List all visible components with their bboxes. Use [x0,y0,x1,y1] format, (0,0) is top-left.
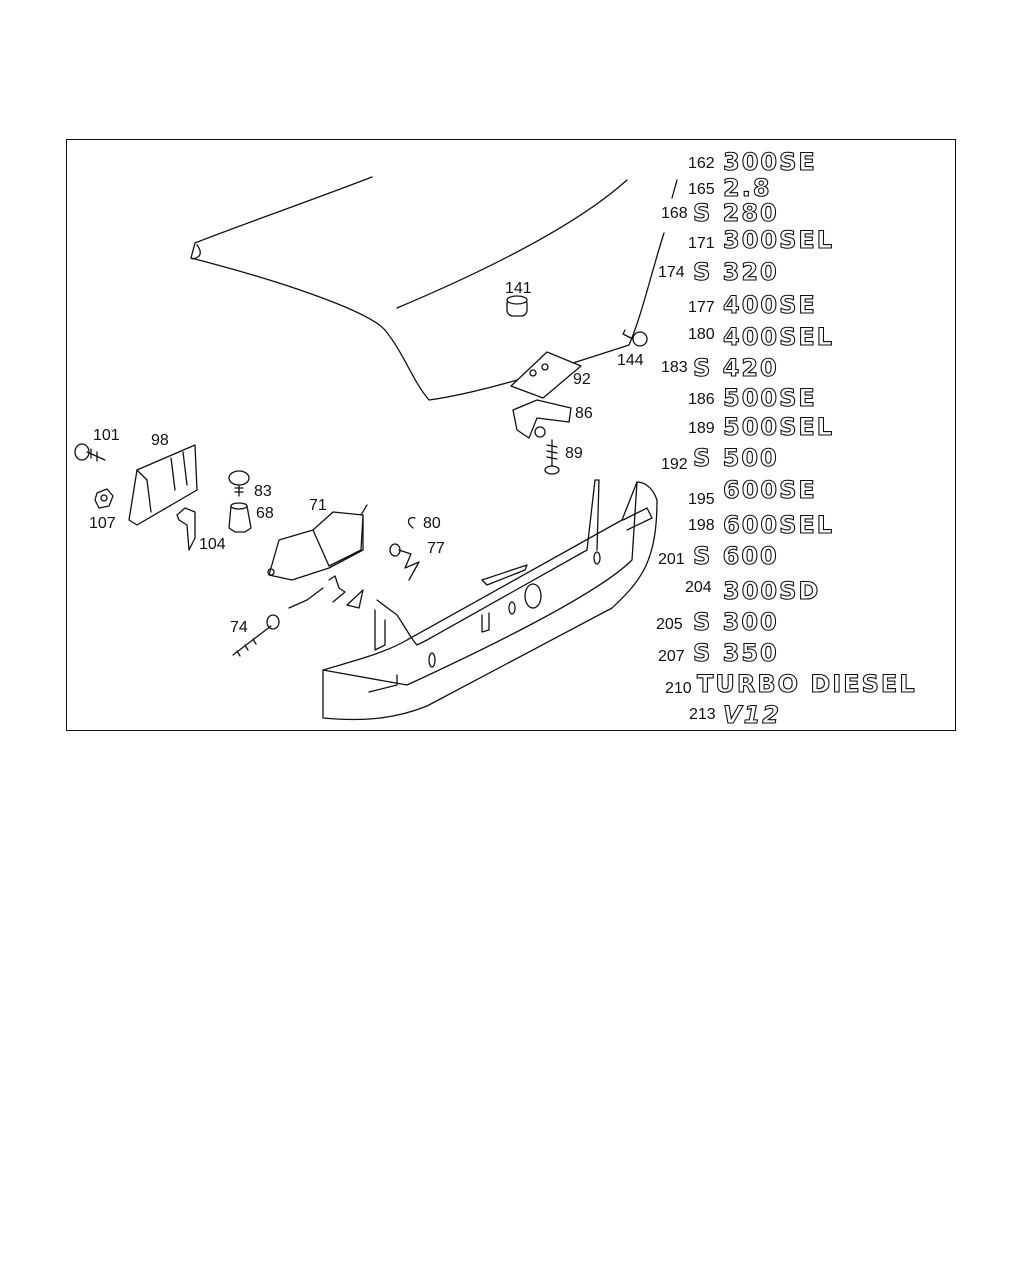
bolt-83 [228,470,250,497]
emblem-number-186: 186 [688,391,715,408]
emblem-s420: S 420 [693,354,779,382]
emblem-number-207: 207 [658,648,685,665]
bushing-68 [228,502,252,533]
clip-77 [389,543,420,581]
emblem-number-183: 183 [661,359,688,376]
emblem-300se: 300SE [723,148,817,176]
emblem-s320: S 320 [693,258,779,286]
emblem-number-198: 198 [688,517,715,534]
bracket-86 [512,399,572,439]
emblem-s350: S 350 [693,639,779,667]
plate-92 [510,351,582,399]
rod-74 [232,614,280,657]
callout-86: 86 [575,405,593,422]
ring-80 [407,516,416,529]
callout-80: 80 [423,515,441,532]
parts-diagram: 101 98 107 104 83 68 71 80 77 74 141 144… [74,147,917,730]
emblem-500se: 500SE [723,384,817,412]
emblem-300sd: 300SD [723,577,820,605]
emblem-number-213: 213 [689,706,716,723]
parts-diagram-frame: 101 98 107 104 83 68 71 80 77 74 141 144… [66,139,956,731]
callout-92: 92 [573,371,591,388]
emblem-number-171: 171 [688,235,715,252]
emblem-number-205: 205 [656,616,683,633]
emblem-v12: V12 [723,701,781,729]
emblem-number-168: 168 [661,205,688,222]
emblem-numbers: 162 165 168 171 174 177 180 183 186 189 … [656,155,716,723]
bracket-104 [176,507,196,551]
callout-104: 104 [199,536,226,553]
callout-71: 71 [309,497,327,514]
emblem-number-180: 180 [688,326,715,343]
emblem-number-204: 204 [685,579,712,596]
emblem-number-162: 162 [688,155,715,172]
bolt-89 [544,439,560,475]
screw-144 [622,329,648,347]
latch-71 [267,504,368,609]
emblem-badges: 300SE 2.8 S 280 300SEL S 320 400SE 400SE… [692,147,917,729]
callout-89: 89 [565,445,583,462]
emblem-400sel: 400SEL [723,323,834,351]
emblem-s500: S 500 [693,444,779,472]
emblem-s280: S 280 [693,199,779,227]
callout-83: 83 [254,483,272,500]
callout-144: 144 [617,352,644,369]
emblem-400se: 400SE [723,291,817,319]
emblem-500sel: 500SEL [723,413,834,441]
callout-68: 68 [256,505,274,522]
emblem-number-174: 174 [658,264,685,281]
callout-107: 107 [89,515,116,532]
callout-101: 101 [93,427,120,444]
callout-77: 77 [427,540,445,557]
callout-98: 98 [151,432,169,449]
emblem-600sel: 600SEL [723,511,834,539]
clip-141 [506,295,528,317]
emblem-turbo-diesel: TURBO DIESEL [697,670,917,698]
bolt-101 [74,443,106,462]
emblem-2-8: 2.8 [723,174,772,202]
emblem-300sel: 300SEL [723,226,834,254]
callout-74: 74 [230,619,248,636]
callout-141: 141 [505,280,532,297]
emblem-number-201: 201 [658,551,685,568]
emblem-s300: S 300 [693,608,779,636]
emblem-number-210: 210 [665,680,692,697]
emblem-number-165: 165 [688,181,715,198]
emblem-number-177: 177 [688,299,715,316]
emblem-s600: S 600 [693,542,779,570]
trunk-lid [190,176,665,401]
emblem-600se: 600SE [723,476,817,504]
bracket-98 [128,444,198,526]
callout-labels: 101 98 107 104 83 68 71 80 77 74 141 144… [89,280,644,636]
rear-bumper [322,479,658,721]
nut-107 [94,488,114,509]
emblem-number-192: 192 [661,456,688,473]
emblem-number-189: 189 [688,420,715,437]
emblem-number-195: 195 [688,491,715,508]
emblem-leaders [671,179,678,199]
